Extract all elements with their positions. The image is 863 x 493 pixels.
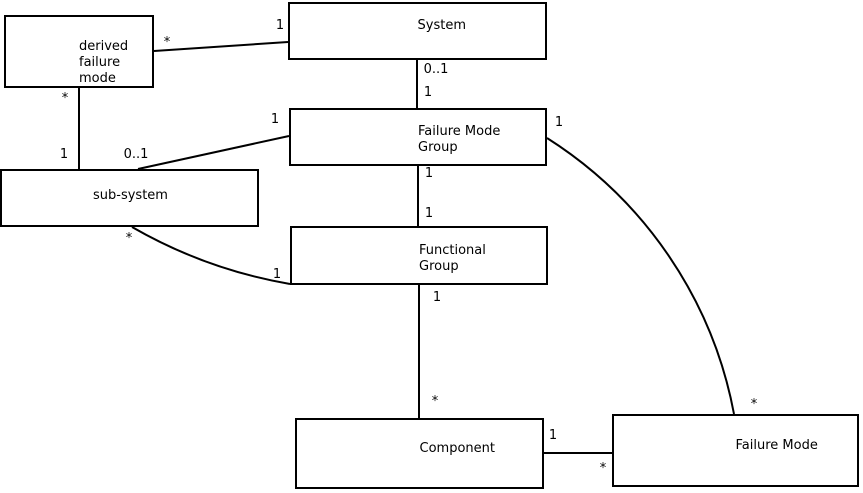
multiplicity-component-end-of-functional-edge: *	[431, 394, 439, 409]
class-box-system: System	[288, 2, 547, 60]
multiplicity-sub-system-end-of-functional-edge: *	[125, 231, 133, 246]
multiplicity-functional-end-of-sub-system-edge: 1	[272, 267, 282, 282]
edge-failure-mode-group-to-failure-mode	[546, 137, 735, 415]
class-box-sub-system: sub-system	[0, 169, 259, 227]
multiplicity-sub-system-end-of-group-edge: 0..1	[123, 147, 149, 162]
class-label-derived-failure-mode: derived failure mode	[79, 38, 129, 86]
class-box-component: Component	[295, 418, 544, 489]
edge-system-to-derived-failure-mode	[153, 41, 289, 52]
multiplicity-component-end-of-failure-mode-edge: 1	[548, 428, 558, 443]
multiplicity-functional-end-of-group-edge: 1	[424, 206, 434, 221]
multiplicity-failure-mode-end-of-group-edge: *	[750, 397, 758, 412]
class-box-failure-mode-group: Failure Mode Group	[289, 108, 547, 166]
multiplicity-system-end-of-group-edge: 0..1	[423, 62, 449, 77]
class-label-system: System	[417, 18, 466, 33]
class-label-component: Component	[419, 440, 495, 456]
multiplicity-group-end-of-system-edge: 1	[423, 85, 433, 100]
multiplicity-derived-end-of-sub-system-edge: *	[61, 91, 69, 106]
edge-failure-mode-group-to-sub-system	[137, 135, 290, 170]
multiplicity-group-end-of-failure-mode-edge: 1	[554, 115, 564, 130]
multiplicity-group-end-of-sub-system-edge: 1	[270, 112, 280, 127]
class-box-failure-mode: Failure Mode	[612, 414, 859, 487]
multiplicity-sub-system-end-of-derived-edge: 1	[59, 147, 69, 162]
class-label-failure-mode-group: Failure Mode Group	[418, 124, 501, 155]
class-box-derived-failure-mode: derived failure mode	[4, 15, 154, 88]
multiplicity-derived-end-of-system-edge: *	[163, 35, 171, 50]
multiplicity-group-end-of-functional-edge: 1	[424, 166, 434, 181]
class-label-failure-mode: Failure Mode	[735, 437, 818, 453]
class-label-sub-system: sub-system	[93, 188, 168, 203]
multiplicity-failure-mode-end-of-component-edge: *	[599, 461, 607, 476]
edge-sub-system-to-functional-group	[131, 226, 291, 285]
multiplicity-system-end-of-derived-edge: 1	[275, 18, 285, 33]
class-label-functional-group: Functional Group	[419, 242, 486, 274]
multiplicity-functional-end-of-component-edge: 1	[432, 290, 442, 305]
class-box-functional-group: Functional Group	[290, 226, 548, 285]
